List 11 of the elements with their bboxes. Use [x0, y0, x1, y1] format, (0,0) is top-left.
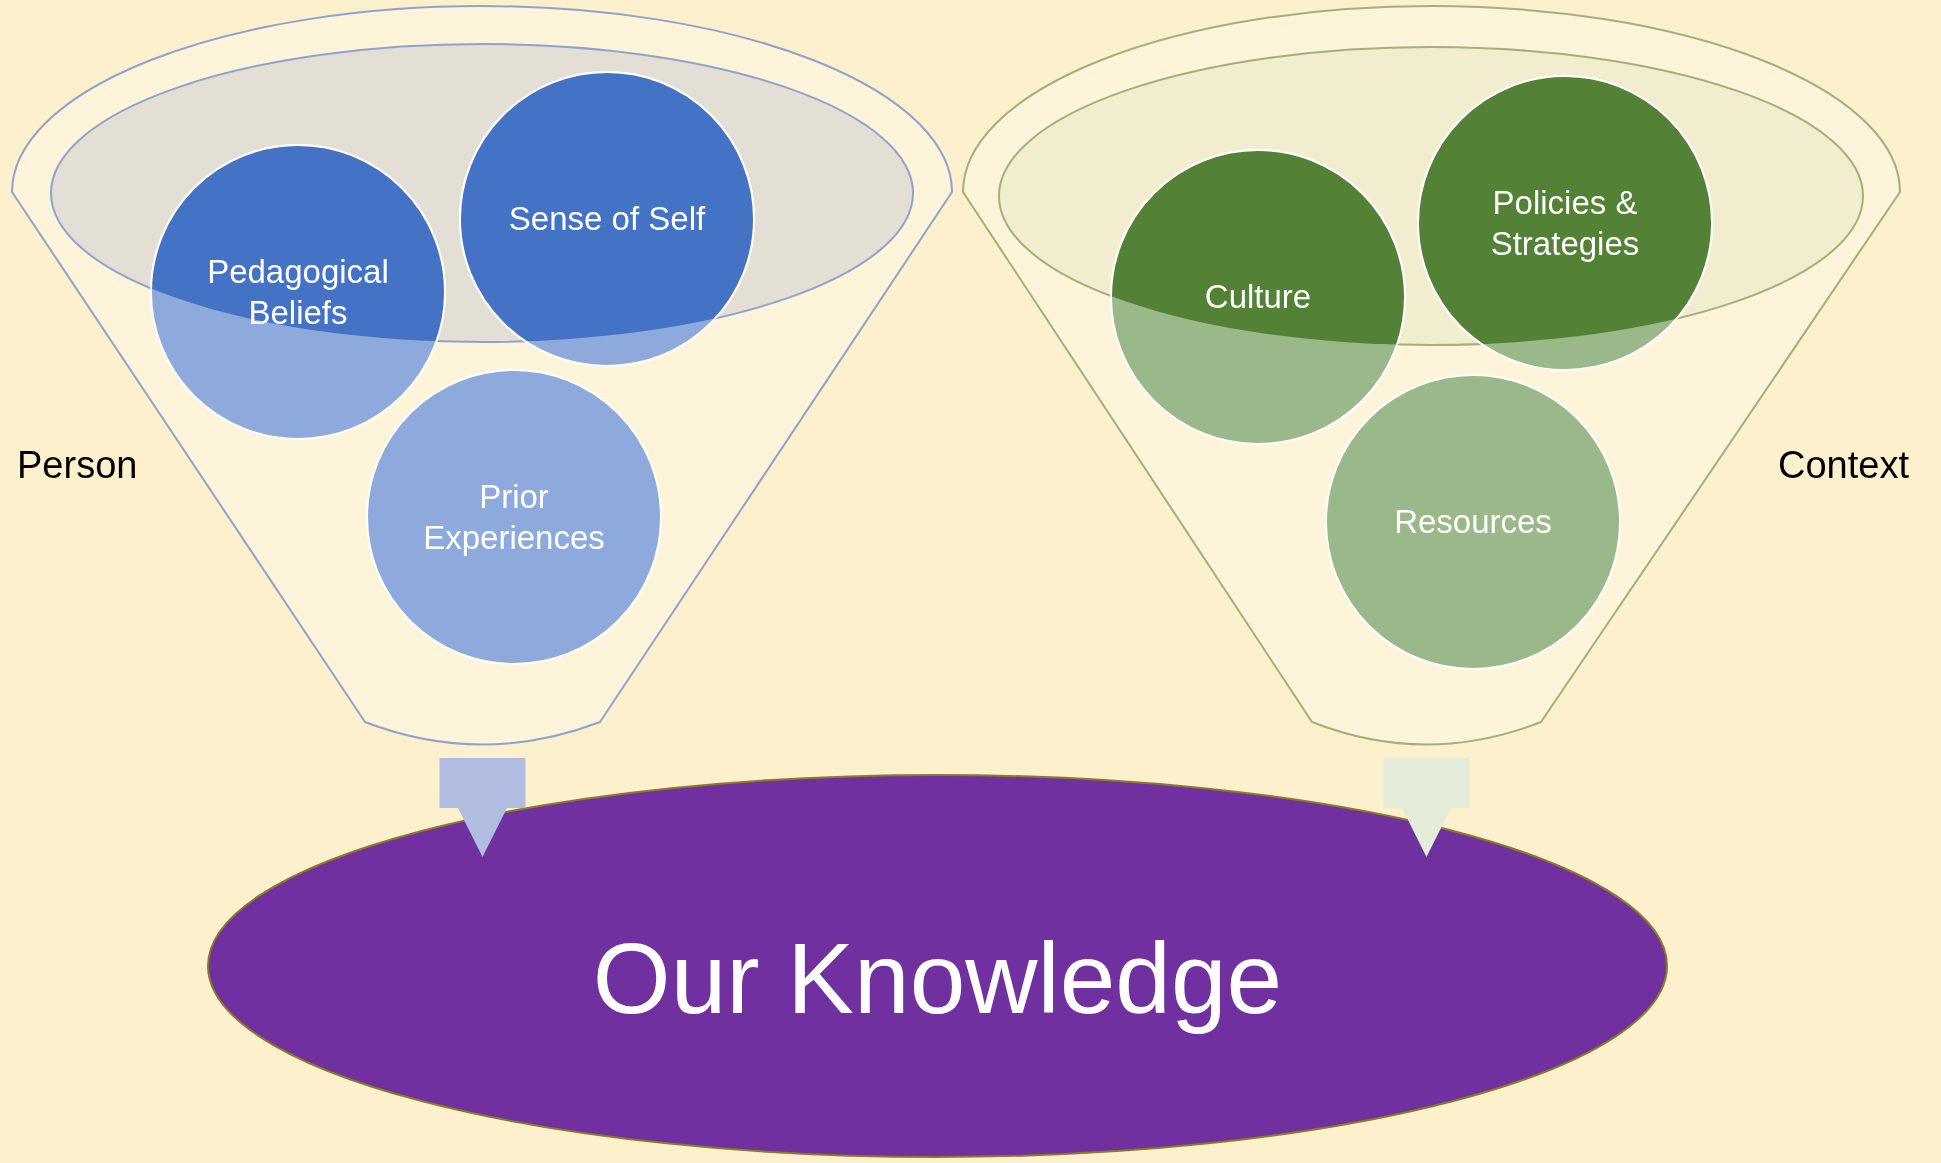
- block-arrow: [1383, 758, 1470, 857]
- side-label: Context: [1778, 444, 1909, 487]
- side-label: Person: [17, 444, 138, 487]
- circle-label: Policies & Strategies: [1489, 182, 1641, 264]
- circle-label: Prior Experiences: [422, 476, 606, 558]
- circle-label: Sense of Self: [508, 199, 706, 240]
- circle-label: Culture: [1204, 277, 1312, 318]
- title-text: Our Knowledge: [592, 920, 1283, 1036]
- circle-label: Resources: [1394, 502, 1552, 543]
- block-arrow: [439, 758, 526, 857]
- circle-label: Pedagogical Beliefs: [206, 251, 390, 333]
